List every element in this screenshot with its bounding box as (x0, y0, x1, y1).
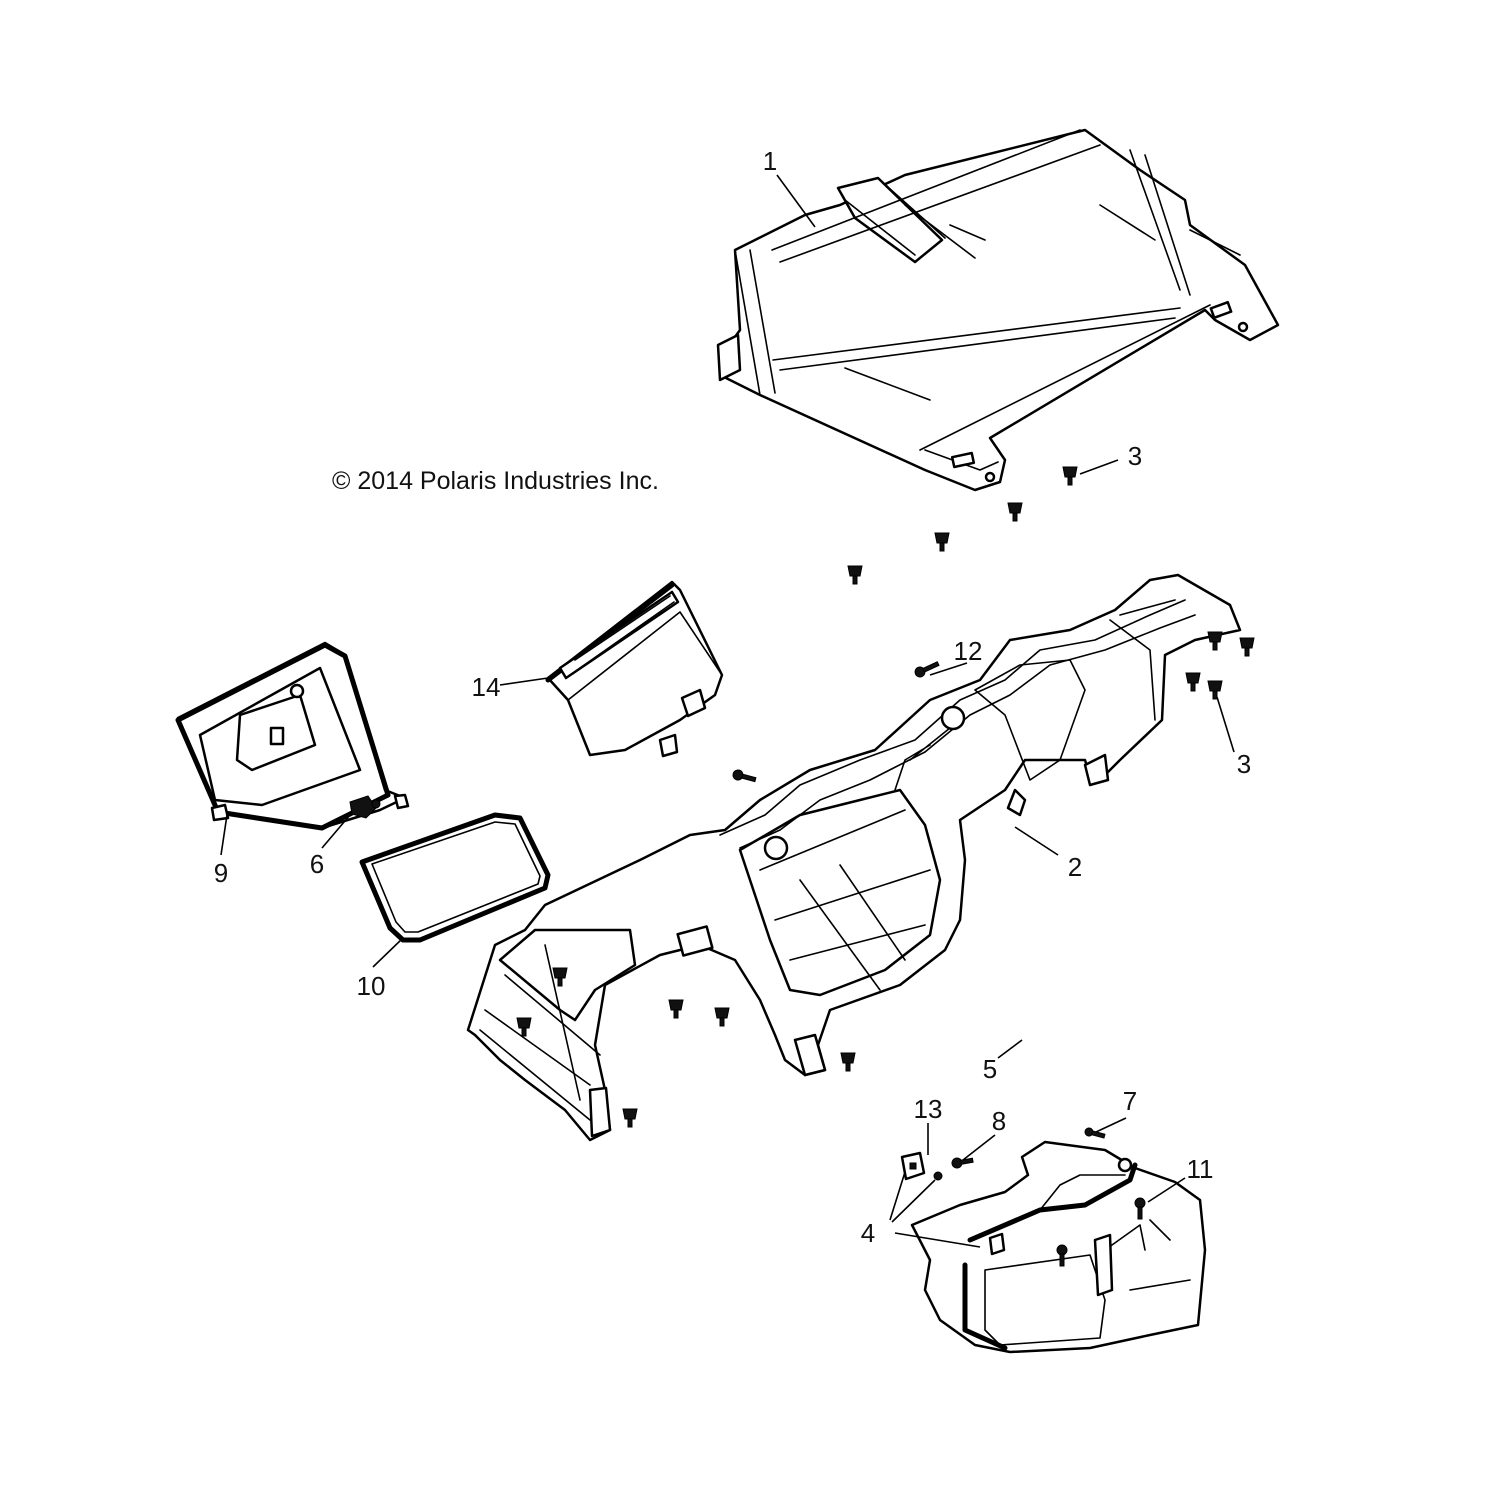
part-9-glove-box-door (175, 641, 410, 831)
callout-7: 7 (1123, 1086, 1137, 1116)
part-2-dash-body (466, 573, 1242, 1142)
callout-6: 6 (310, 849, 324, 879)
callout-1: 1 (763, 146, 777, 176)
callout-3-right: 3 (1237, 749, 1251, 779)
callout-8: 8 (992, 1106, 1006, 1136)
callout-3-upper: 3 (1128, 441, 1142, 471)
callout-12: 12 (954, 636, 983, 666)
callout-10: 10 (357, 971, 386, 1001)
leader-lines (220, 174, 1235, 1248)
copyright-notice: © 2014 Polaris Industries Inc. (332, 467, 659, 495)
callout-14: 14 (472, 672, 501, 702)
callout-2: 2 (1068, 852, 1082, 882)
callout-5: 5 (983, 1054, 997, 1084)
part-10-gasket (359, 812, 551, 943)
part-14-storage-bin (545, 580, 724, 758)
fastener-screws (349, 661, 1146, 1267)
part-1-dash-cover (716, 128, 1280, 492)
fastener-push-pins (516, 466, 1255, 1128)
callout-4: 4 (861, 1218, 875, 1248)
callout-11: 11 (1187, 1154, 1214, 1184)
callout-9: 9 (214, 858, 228, 888)
callout-13: 13 (914, 1094, 943, 1124)
